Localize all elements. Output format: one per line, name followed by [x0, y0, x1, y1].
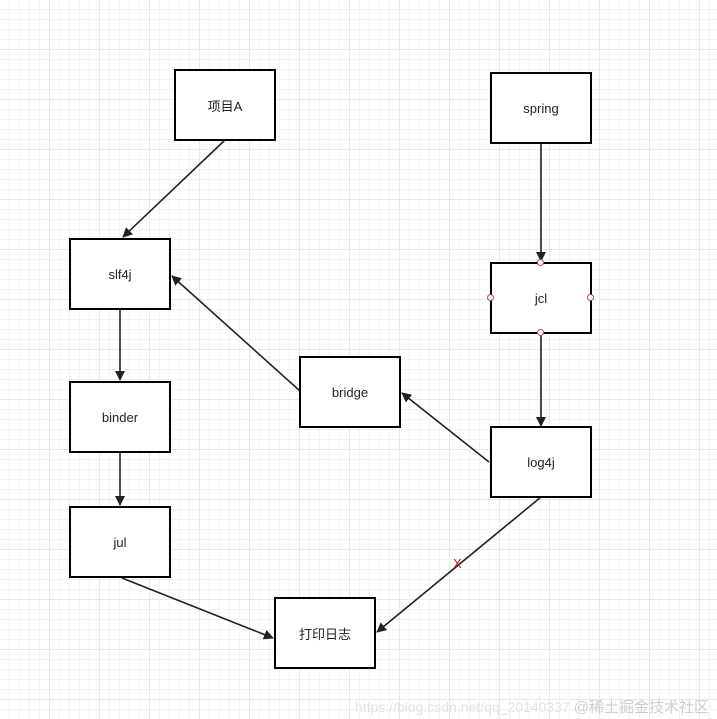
node-jul-label: jul — [113, 534, 127, 550]
node-print-log[interactable]: 打印日志 — [274, 597, 376, 669]
node-binder-label: binder — [101, 409, 139, 425]
node-bridge-label: bridge — [331, 384, 369, 400]
node-project-a[interactable]: 项目A — [174, 69, 276, 141]
node-slf4j[interactable]: slf4j — [69, 238, 171, 310]
node-log4j[interactable]: log4j — [490, 426, 592, 498]
edge-log4j-to-bridge — [401, 392, 490, 463]
node-print-log-label: 打印日志 — [298, 626, 351, 642]
node-log4j-label: log4j — [527, 454, 555, 470]
edge-bridge-to-slf4j — [171, 275, 301, 392]
node-jul[interactable]: jul — [69, 506, 171, 578]
jcl-port-top[interactable] — [537, 259, 544, 266]
edge-jul-to-print-log — [121, 577, 274, 640]
watermark: https://blog.csdn.net/qq_20140337@稀土掘金技术… — [355, 696, 709, 717]
node-bridge[interactable]: bridge — [299, 356, 401, 428]
node-jcl-label: jcl — [534, 290, 548, 306]
node-slf4j-label: slf4j — [108, 266, 132, 282]
jcl-port-left[interactable] — [487, 294, 494, 301]
blocked-edge-x-mark: X — [453, 556, 462, 571]
node-binder[interactable]: binder — [69, 381, 171, 453]
edge-log4j-to-print-log — [376, 496, 542, 633]
watermark-brand: @稀土掘金技术社区 — [573, 699, 709, 716]
watermark-url: https://blog.csdn.net/qq_20140337 — [354, 699, 570, 715]
edge-project-a-to-slf4j — [122, 139, 226, 238]
node-jcl[interactable]: jcl — [490, 262, 592, 334]
jcl-port-right[interactable] — [587, 294, 594, 301]
node-spring[interactable]: spring — [490, 72, 592, 144]
jcl-port-bottom[interactable] — [537, 329, 544, 336]
node-project-a-label: 项目A — [207, 98, 243, 114]
node-spring-label: spring — [523, 100, 559, 116]
